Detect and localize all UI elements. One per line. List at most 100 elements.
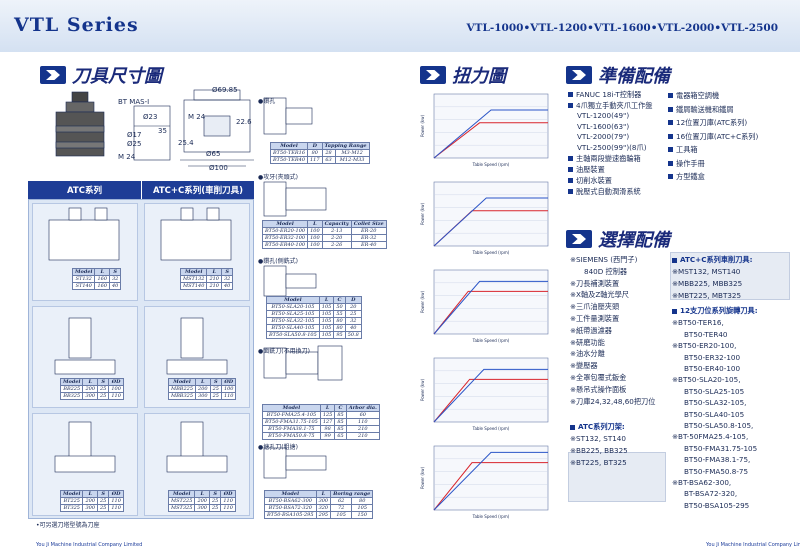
standard-item: 電器箱空調機 xyxy=(668,89,788,103)
optional-item: BT-BSA72-320, xyxy=(684,489,738,499)
heading-text: ATC系列刀架: xyxy=(578,422,625,432)
plot-frame xyxy=(433,181,549,247)
series-line xyxy=(433,378,548,423)
section-standard: 準備配備 xyxy=(566,62,670,88)
item-text: 操作手冊 xyxy=(676,158,705,168)
bullet-icon xyxy=(668,160,673,166)
optional-item: ※MBB225, MBB325 xyxy=(672,278,743,288)
brand-text: You Ji Machine Industrial Company Limite… xyxy=(706,542,800,548)
dim-label: Ø25 xyxy=(127,140,142,148)
bullet-icon xyxy=(568,92,573,97)
bullet-icon xyxy=(568,156,573,161)
arrow-icon xyxy=(566,230,592,248)
torque-chart: Power (kw)Table Speed (rpm) xyxy=(420,352,560,434)
tool-label: BT MAS-Ⅰ xyxy=(118,98,150,106)
bullet-icon xyxy=(672,308,677,314)
dim-label: Ø17 xyxy=(127,131,142,139)
item-text: 工具箱 xyxy=(676,145,698,154)
plot-frame xyxy=(433,445,549,511)
optional-item: ※三爪油壓夾頭 xyxy=(570,302,620,312)
series-line xyxy=(433,122,548,159)
item-text: 油壓裝置 xyxy=(576,165,605,174)
item-text: 16位置刀庫(ATC+C系列) xyxy=(676,131,759,141)
optional-item: ※BT50-SLA20-105, xyxy=(672,375,741,385)
dim-label: M 24 xyxy=(118,153,136,161)
dim-label: 25.4 xyxy=(178,139,194,147)
section-title: 扭力圖 xyxy=(452,66,506,87)
arrow-icon xyxy=(566,66,592,84)
standard-item: 主軸兩段變速齒輪箱 xyxy=(568,153,683,164)
standard-item: 切削水裝置 xyxy=(568,175,683,186)
bullet-icon xyxy=(668,93,673,99)
item-text: 脫壓式自動潤滑系統 xyxy=(576,187,641,196)
optional-item: ※研磨功能 xyxy=(570,337,605,347)
optional-item: 840D 控制器 xyxy=(584,266,628,276)
standard-item: 16位置刀庫(ATC+C系列) xyxy=(668,130,788,144)
atc-c-holder-box xyxy=(670,252,790,300)
series-line xyxy=(433,451,548,511)
bullet-icon xyxy=(568,103,573,108)
optional-list-2: ATC+C系列車削刀具:※MST132, MST140 ※MBB225, MBB3… xyxy=(672,254,794,511)
section-title: 選擇配備 xyxy=(598,230,670,251)
optional-item: ※紙帶過濾器 xyxy=(570,325,612,335)
dim-label: 22.6 xyxy=(236,118,252,126)
section-title: 刀具尺寸圖 xyxy=(72,66,162,87)
optional-item: BT50-SLA25-105 xyxy=(684,386,745,396)
plot-frame xyxy=(433,357,549,423)
holder-sketches xyxy=(263,97,343,479)
bullet-icon xyxy=(568,167,573,172)
item-text: 切削水裝置 xyxy=(576,176,612,185)
bullet-icon xyxy=(668,174,673,180)
standard-item: FANUC 18i-T控制器 xyxy=(568,89,683,100)
bullet-icon xyxy=(568,178,573,183)
series-line xyxy=(433,462,548,511)
bullet-icon xyxy=(570,424,575,430)
model-list: VTL-1000•VTL-1200•VTL-1600•VTL-2000•VTL-… xyxy=(466,22,778,34)
optional-item: BT50-BSA105-295 xyxy=(684,500,750,510)
holder-label: ●鑽孔 xyxy=(258,98,276,105)
dim-label: 35 xyxy=(158,127,167,135)
standard-item: 12位置刀庫(ATC系列) xyxy=(668,116,788,130)
atc-c-heading: ATC+C系列車削刀具: xyxy=(672,254,794,266)
holder-label: ●面銑刀(不用換刀) xyxy=(258,348,310,355)
optional-item: ※MST132, MST140 xyxy=(672,267,741,276)
tool-dimension-drawing xyxy=(55,89,254,167)
section-title: 準備配備 xyxy=(598,66,670,87)
item-text: 方型鐵盒 xyxy=(676,172,705,181)
brand-text: You Ji Machine Industrial Company Limite… xyxy=(36,542,143,548)
item-text: FANUC 18i-T控制器 xyxy=(576,90,642,99)
optional-item: BT50-SLA32-105, xyxy=(684,398,747,408)
item-text: 鐵屑輸送機和鐵屑 xyxy=(676,104,734,114)
standard-item: 脫壓式自動潤滑系統 xyxy=(568,186,683,197)
standard-item: 油壓裝置 xyxy=(568,164,683,175)
atc-series-header: ATC系列 xyxy=(28,181,141,199)
y-axis-label: Power (kw) xyxy=(420,379,425,402)
item-text: 主軸兩段變速齒輪箱 xyxy=(576,154,641,163)
optional-item: ※刀長補測裝置 xyxy=(570,278,620,288)
y-axis-label: Power (kw) xyxy=(420,467,425,490)
optional-item: ※MBT225, MBT325 xyxy=(672,290,742,300)
y-axis-label: Power (kw) xyxy=(420,291,425,314)
optional-item: ※懸吊式操作面板 xyxy=(570,384,627,394)
series-line xyxy=(433,368,548,423)
atc-holder-box xyxy=(568,452,666,502)
torque-chart: Power (kw)Table Speed (rpm) xyxy=(420,176,560,258)
dim-label: Ø23 xyxy=(143,113,158,121)
standard-item: 方型鐵盒 xyxy=(668,170,788,184)
x-axis-label: Table Speed (rpm) xyxy=(472,338,510,343)
dim-label: M 24 xyxy=(188,113,206,121)
optional-item: ※刀庫24,32,48,60把刀位 xyxy=(570,396,656,406)
section-optional: 選擇配備 xyxy=(566,226,670,252)
section-torque: 扭力圖 xyxy=(420,62,506,88)
optional-item: BT50-SLA40-105 xyxy=(684,409,745,419)
optional-item: ※BT-50FMA25.4-105, xyxy=(672,432,749,442)
x-axis-label: Table Speed (rpm) xyxy=(472,162,510,167)
y-axis-label: Power (kw) xyxy=(420,203,425,226)
